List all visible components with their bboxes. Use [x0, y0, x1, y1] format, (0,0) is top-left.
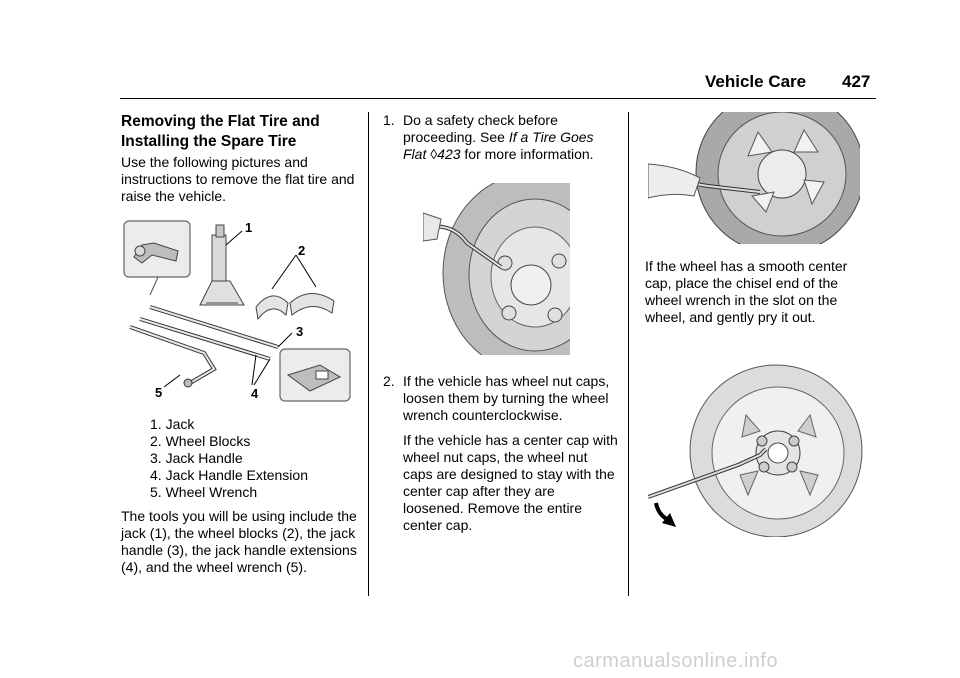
legend-item: 1. Jack: [150, 416, 195, 432]
legend-item: 3. Jack Handle: [150, 450, 243, 466]
column-divider-left: [368, 112, 369, 596]
jack-handle: [139, 305, 279, 361]
step-2-note: If the vehicle has a center cap with whe…: [403, 432, 618, 533]
intro-paragraph: Use the following pictures and instructi…: [121, 154, 355, 204]
wheel-wrench: [129, 325, 217, 388]
column-divider-right: [628, 112, 629, 596]
callout-2: 2: [298, 243, 305, 258]
step-2: 2. If the vehicle has wheel nut caps, lo…: [383, 373, 618, 534]
step-1-text: Do a safety check before proceeding. See: [403, 112, 558, 145]
page-number: 427: [842, 72, 871, 91]
cross-reference-page[interactable]: 423: [437, 146, 461, 162]
legend-item: 4. Jack Handle Extension: [150, 467, 308, 483]
wheel-wrench-illustration: [648, 355, 876, 537]
header-divider: [120, 98, 876, 99]
callout-3: 3: [296, 324, 303, 339]
legend-item: 2. Wheel Blocks: [150, 433, 251, 449]
smooth-cap-pry-illustration: [648, 112, 860, 244]
callout-4: 4: [251, 386, 259, 401]
step-2-text: If the vehicle has wheel nut caps, loose…: [403, 373, 610, 423]
section-title: Vehicle Care: [705, 72, 807, 91]
page-reference-icon: ◊: [430, 146, 438, 162]
step-1-text-end: for more information.: [464, 146, 594, 162]
jack: [199, 224, 245, 306]
tools-illustration: 1 2 3 4 5: [123, 220, 351, 402]
wheel-nut-cap-illustration: [423, 183, 570, 355]
callout-1: 1: [245, 220, 252, 235]
tools-legend: 1. Jack 2. Wheel Blocks 3. Jack Handle 4…: [150, 416, 308, 501]
wheel-blocks: [255, 293, 335, 321]
cross-reference-link[interactable]: If a Tire Goes Flat: [403, 129, 594, 162]
step-2-number: 2.: [383, 373, 395, 389]
callout-5: 5: [155, 385, 162, 400]
smooth-cap-paragraph: If the wheel has a smooth center cap, pl…: [645, 258, 848, 325]
legend-item: 5. Wheel Wrench: [150, 484, 258, 500]
tools-paragraph: The tools you will be using include the …: [121, 508, 357, 575]
section-heading: Removing the Flat Tire and Installing th…: [121, 113, 320, 150]
step-1-number: 1.: [383, 112, 395, 128]
step-1: 1. Do a safety check before proceeding. …: [383, 112, 618, 163]
watermark: carmanualsonline.info: [573, 650, 779, 672]
